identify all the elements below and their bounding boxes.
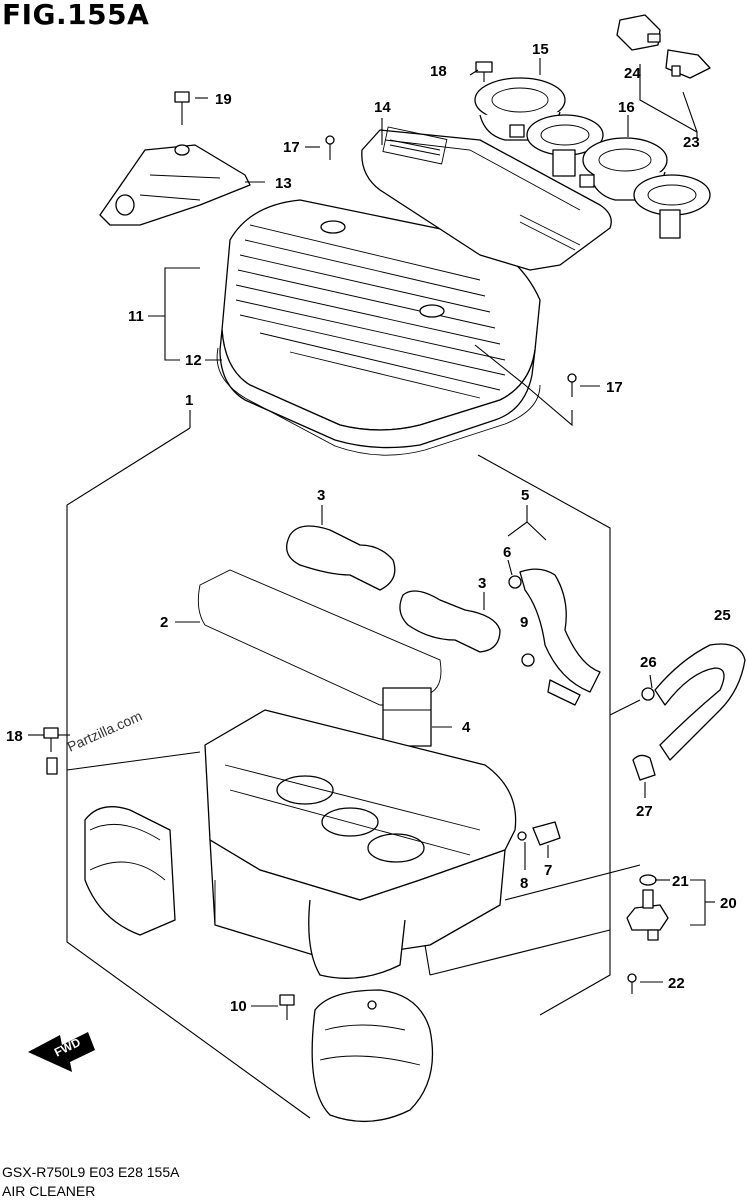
- air-cleaner-cover[interactable]: [219, 199, 541, 449]
- callout-10: 10: [230, 998, 247, 1015]
- callout-18: 18: [430, 63, 447, 80]
- sensor-20[interactable]: [626, 874, 669, 941]
- watermark: Partzilla.com: [65, 708, 145, 755]
- callout-3: 3: [317, 487, 325, 504]
- callout-26: 26: [640, 654, 657, 671]
- cover-gasket[interactable]: [216, 347, 541, 456]
- callout-8: 8: [520, 875, 528, 892]
- seal-3-left[interactable]: [286, 525, 396, 591]
- element-gasket[interactable]: [197, 569, 442, 706]
- callout-25: 25: [714, 607, 731, 624]
- cover-bracket[interactable]: [99, 144, 251, 226]
- hose-7[interactable]: [532, 821, 561, 846]
- screw-22[interactable]: [627, 973, 637, 994]
- callout-17: 17: [283, 139, 300, 156]
- callout-3b: 3: [478, 575, 486, 592]
- callout-21: 21: [672, 873, 689, 890]
- callout-15: 15: [532, 41, 549, 58]
- bolt-18-top[interactable]: [475, 61, 493, 82]
- bolt-19[interactable]: [174, 91, 190, 125]
- callout-9: 9: [520, 614, 528, 631]
- fwd-arrow: FWD: [28, 1032, 95, 1072]
- figure-title: FIG.155A: [2, 0, 150, 31]
- callout-22: 22: [668, 975, 685, 992]
- leader-lines: [28, 58, 715, 1007]
- connector-23[interactable]: [665, 49, 711, 79]
- velocity-stack-pair-15[interactable]: [474, 77, 604, 177]
- callout-13: 13: [275, 175, 292, 192]
- clamp-27[interactable]: [632, 754, 656, 781]
- callout-4: 4: [462, 719, 471, 736]
- callout-23: 23: [683, 134, 700, 151]
- clamp-6b[interactable]: [521, 653, 535, 667]
- screw-17-right[interactable]: [567, 373, 577, 397]
- clamp-6[interactable]: [508, 575, 522, 589]
- callout-19: 19: [215, 91, 232, 108]
- callout-20: 20: [720, 895, 737, 912]
- screw-17-top[interactable]: [325, 135, 335, 160]
- front-intake-duct[interactable]: [84, 806, 176, 936]
- callout-labels: 1 2 3 3 4 5 6 7 8 9 10 11 12 13 14 15 16…: [6, 41, 737, 1015]
- ram-air-duct[interactable]: [311, 989, 434, 1123]
- section-name: AIR CLEANER: [2, 1183, 96, 1199]
- bolt-10[interactable]: [279, 994, 295, 1020]
- callout-1: 1: [185, 392, 193, 409]
- hose-25[interactable]: [654, 643, 746, 761]
- velocity-stack-pair-16[interactable]: [579, 137, 711, 239]
- clamp-8[interactable]: [517, 831, 527, 841]
- parts-diagram: FWD Partzilla.com: [6, 14, 746, 1123]
- callout-27: 27: [636, 803, 653, 820]
- seal-3-right[interactable]: [399, 590, 501, 653]
- callout-6: 6: [503, 544, 511, 561]
- clamp-26[interactable]: [641, 687, 655, 701]
- callout-12: 12: [185, 352, 202, 369]
- callout-11: 11: [128, 308, 144, 325]
- sensor-24[interactable]: [616, 14, 661, 51]
- filter-element-4[interactable]: [382, 687, 432, 747]
- callout-7: 7: [544, 862, 552, 879]
- hose-9[interactable]: [519, 568, 601, 693]
- callout-14: 14: [374, 99, 391, 116]
- callout-2: 2: [160, 614, 168, 631]
- callout-5: 5: [521, 487, 529, 504]
- callout-16: 16: [618, 99, 635, 116]
- intake-duct[interactable]: [361, 126, 612, 271]
- model-code: GSX-R750L9 E03 E28 155A: [2, 1164, 180, 1180]
- air-cleaner-case[interactable]: [204, 709, 517, 979]
- callout-24: 24: [624, 65, 641, 82]
- assembly-bracket-1: [66, 410, 611, 1119]
- callout-17b: 17: [606, 379, 623, 396]
- bolt-18-left[interactable]: [43, 727, 59, 775]
- callout-18b: 18: [6, 728, 23, 745]
